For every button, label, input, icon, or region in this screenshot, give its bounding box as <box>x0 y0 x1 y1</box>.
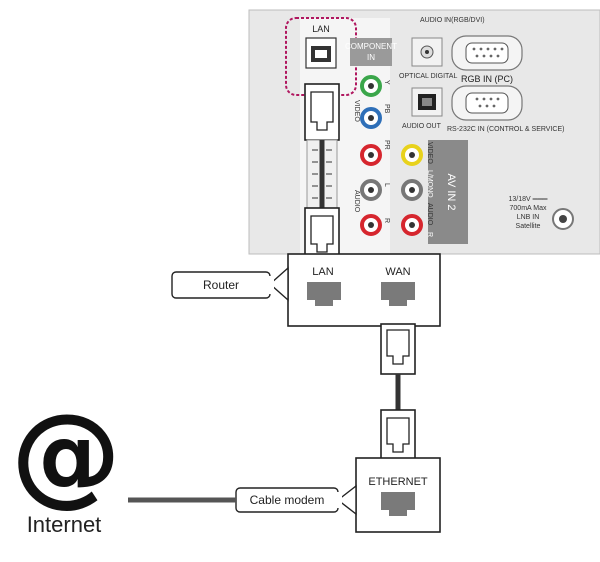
lan-highlight-box <box>285 17 357 96</box>
av-r-label: R <box>426 232 433 237</box>
component-label-2: IN <box>367 53 375 62</box>
modem-name: Cable modem <box>250 493 325 507</box>
router-wan-port[interactable] <box>381 282 415 306</box>
router-wan-label: WAN <box>385 266 410 278</box>
av-video-jack[interactable] <box>401 144 423 166</box>
av-in-band <box>428 140 468 244</box>
rs232-label: RS-232C IN (CONTROL & SERVICE) <box>447 126 564 133</box>
audio-l-jack[interactable] <box>360 179 382 201</box>
sat-line-3: LNB IN <box>517 214 540 221</box>
audio-r-jack[interactable] <box>360 214 382 236</box>
component-label-1: COMPONENT <box>345 42 397 51</box>
sat-line-1: 13/18V ═══ <box>508 196 547 203</box>
router-lan-label: LAN <box>312 266 333 278</box>
component-pb-jack[interactable] <box>360 107 382 129</box>
audio-in-label: AUDIO IN(RGB/DVI) <box>420 17 485 24</box>
component-y-jack[interactable] <box>360 75 382 97</box>
wan-cable-router-modem <box>380 323 416 463</box>
sat-line-2: 700mA Max <box>510 205 547 212</box>
av-r-jack[interactable] <box>401 214 423 236</box>
router-lan-port[interactable] <box>307 282 341 306</box>
at-sign-icon: @ <box>11 390 121 518</box>
modem-ethernet-port[interactable] <box>381 492 415 516</box>
audio-label: AUDIO <box>353 190 360 213</box>
y-label: Y <box>383 80 390 85</box>
modem-callout: Cable modem <box>235 484 357 516</box>
audio-in-jack[interactable] <box>411 37 443 67</box>
tv-lan-port[interactable] <box>305 37 337 69</box>
optical-label: OPTICAL DIGITAL <box>399 73 457 80</box>
r-label: R <box>383 218 390 223</box>
rs232-port[interactable] <box>451 85 523 121</box>
lan-cable-tv-router <box>304 83 340 261</box>
rgb-port[interactable] <box>451 35 523 71</box>
satellite-jack[interactable] <box>552 208 574 230</box>
router-name: Router <box>203 278 239 292</box>
pb-label: PB <box>383 104 390 114</box>
video-label: VIDEO <box>353 100 360 122</box>
av-mono-label: L/MONO <box>426 170 433 198</box>
rgb-label: RGB IN (PC) <box>461 74 513 84</box>
tv-back-panel: AV IN 2 LAN AUDIO IN(RGB/DVI) COMPONENT … <box>248 9 600 255</box>
audio-out-label: AUDIO OUT <box>402 123 442 130</box>
component-pr-jack[interactable] <box>360 144 382 166</box>
router-device: LAN WAN <box>287 253 441 327</box>
av-video-label: VIDEO <box>426 142 433 164</box>
internet-label: Internet <box>27 512 102 537</box>
av-in-label: AV IN 2 <box>445 173 457 210</box>
modem-port-label: ETHERNET <box>368 476 428 488</box>
sat-line-4: Satellite <box>516 223 541 230</box>
l-label: L <box>383 183 390 187</box>
av-l-jack[interactable] <box>401 179 423 201</box>
router-callout: Router <box>171 266 289 302</box>
pr-label: PR <box>383 140 390 150</box>
optical-port[interactable] <box>411 87 443 117</box>
internet-group: @ Internet <box>11 390 236 537</box>
av-audio-label: AUDIO <box>426 203 433 226</box>
component-in-badge <box>350 38 392 66</box>
cable-modem-device: ETHERNET <box>355 457 441 533</box>
tv-lan-label: LAN <box>312 24 330 34</box>
